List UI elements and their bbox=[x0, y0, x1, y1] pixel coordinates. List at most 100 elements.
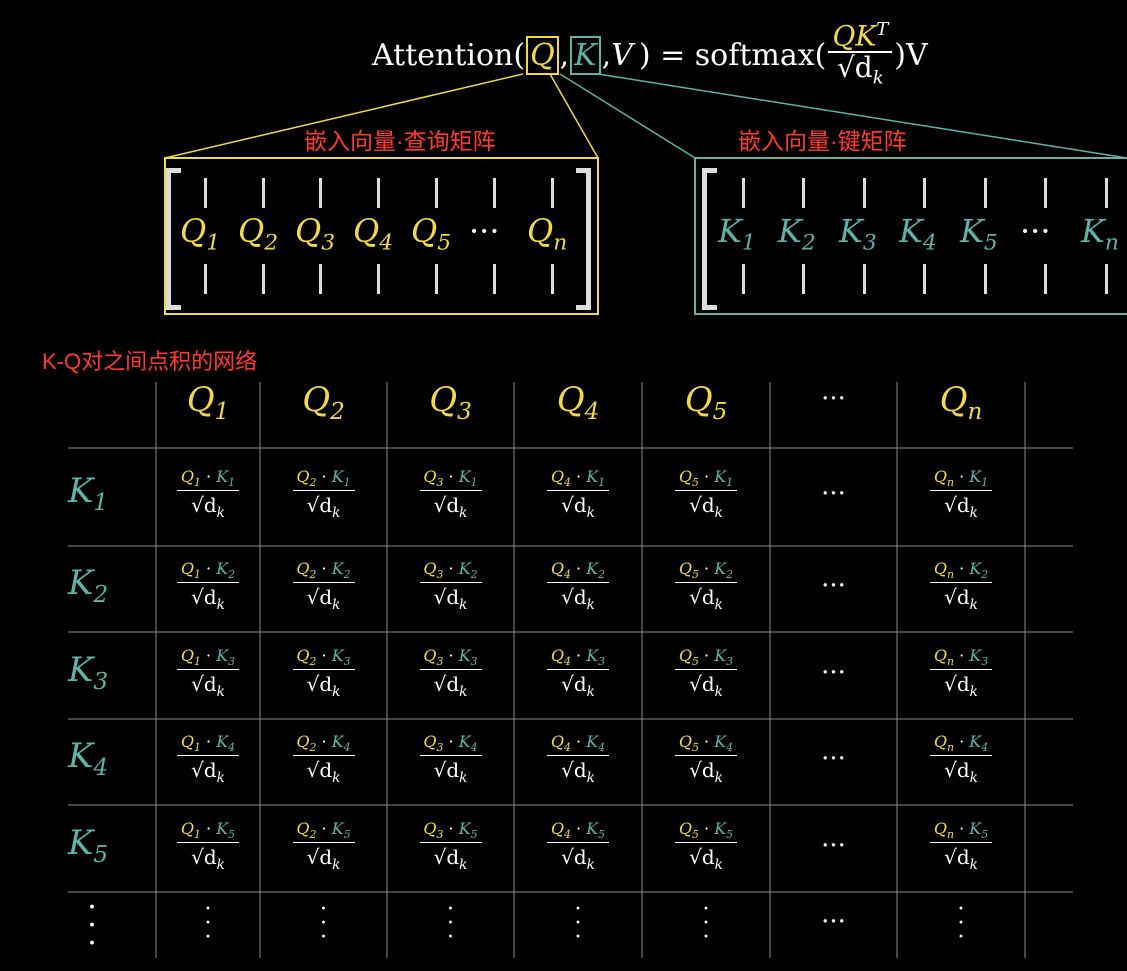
column-bar bbox=[319, 178, 322, 208]
row-header-k⋮: ··· bbox=[87, 890, 97, 961]
dot-product-cell-q3-k1: Q3 · K1√dk bbox=[396, 467, 506, 521]
dot-product-cell-q1-k2: Q1 · K2√dk bbox=[153, 559, 263, 613]
formula-q-highlight: Q bbox=[526, 35, 559, 75]
column-bar bbox=[923, 178, 926, 208]
key-entry: ··· bbox=[1020, 212, 1051, 250]
grid-ellipsis: ··· bbox=[821, 744, 846, 774]
column-bar bbox=[742, 264, 745, 294]
column-bar bbox=[1044, 178, 1047, 208]
query-entry: Q3 bbox=[295, 212, 336, 256]
grid-ellipsis: ··· bbox=[821, 479, 846, 509]
query-entry: ··· bbox=[469, 212, 500, 250]
grid-title: K-Q对之间点积的网络 bbox=[42, 349, 258, 374]
query-matrix-annotation: 嵌入向量·查询矩阵 bbox=[304, 128, 496, 154]
dot-product-cell-q1-k4: Q1 · K4√dk bbox=[153, 732, 263, 786]
key-entry: Kn bbox=[1081, 212, 1119, 256]
column-bar bbox=[802, 178, 805, 208]
formula-lhs: Attention( bbox=[372, 37, 526, 73]
formula-fraction: QKT √dk bbox=[828, 20, 893, 88]
attention-formula: Attention( Q, K, V ) = softmax( QKT √dk … bbox=[372, 19, 928, 89]
right-bracket bbox=[576, 168, 591, 310]
dot-product-cell-q2-k5: Q2 · K5√dk bbox=[269, 819, 379, 873]
column-header-q4: Q4 bbox=[556, 380, 600, 425]
column-bar bbox=[377, 178, 380, 208]
left-bracket bbox=[702, 168, 717, 310]
dot-product-cell-q1-k1: Q1 · K1√dk bbox=[153, 467, 263, 521]
grid-vdots: ··· bbox=[957, 897, 965, 950]
dot-product-cell-q5-k5: Q5 · K5√dk bbox=[651, 819, 761, 873]
grid-vdots: ··· bbox=[204, 897, 212, 950]
query-entry: Q2 bbox=[238, 212, 279, 256]
key-entry: K2 bbox=[778, 212, 816, 256]
dot-product-cell-qn-k2: Qn · K2√dk bbox=[906, 559, 1016, 613]
column-bar bbox=[435, 264, 438, 294]
dot-product-cell-q5-k4: Q5 · K4√dk bbox=[651, 732, 761, 786]
column-bar bbox=[377, 264, 380, 294]
grid-ellipsis: ··· bbox=[821, 830, 846, 861]
row-header-k1: K1 bbox=[68, 471, 109, 516]
dot-product-cell-qn-k1: Qn · K1√dk bbox=[906, 467, 1016, 521]
column-header-q3: Q3 bbox=[429, 380, 472, 425]
dot-product-cell-qn-k4: Qn · K4√dk bbox=[906, 732, 1016, 786]
column-bar bbox=[551, 178, 554, 208]
grid-ellipsis: ··· bbox=[821, 657, 846, 688]
row-header-k4: K4 bbox=[68, 736, 109, 781]
dot-product-cell-q2-k2: Q2 · K2√dk bbox=[269, 559, 379, 613]
formula-k-highlight: K bbox=[570, 35, 601, 75]
grid-ellipsis: ··· bbox=[821, 571, 846, 601]
column-bar bbox=[984, 178, 987, 208]
column-bar bbox=[493, 264, 496, 294]
connector-lines bbox=[164, 73, 1127, 315]
left-bracket bbox=[166, 168, 181, 310]
column-bar bbox=[435, 178, 438, 208]
dot-product-cell-q3-k2: Q3 · K2√dk bbox=[396, 559, 506, 613]
grid-vdots: ··· bbox=[320, 897, 327, 950]
key-entry: K1 bbox=[718, 212, 756, 256]
column-bar bbox=[262, 178, 265, 208]
column-bar bbox=[802, 264, 805, 294]
query-entry: Q5 bbox=[411, 212, 452, 256]
query-entry: Qn bbox=[527, 212, 568, 256]
column-header-qn: Qn bbox=[939, 380, 983, 425]
column-bar bbox=[204, 264, 207, 294]
dot-product-cell-q1-k3: Q1 · K3√dk bbox=[153, 646, 263, 700]
grid-vdots: ··· bbox=[702, 897, 710, 950]
dot-product-cell-q4-k4: Q4 · K4√dk bbox=[523, 732, 633, 786]
column-bar bbox=[863, 264, 866, 294]
dot-product-cell-q4-k1: Q4 · K1√dk bbox=[523, 467, 633, 521]
grid-ellipsis: ··· bbox=[821, 907, 846, 937]
column-bar bbox=[204, 178, 207, 208]
dot-product-cell-q2-k4: Q2 · K4√dk bbox=[269, 732, 379, 786]
dot-product-cell-q4-k3: Q4 · K3√dk bbox=[523, 646, 633, 700]
column-header-q2: Q2 bbox=[302, 380, 345, 425]
key-entry: K4 bbox=[899, 212, 937, 256]
dot-product-cell-q2-k3: Q2 · K3√dk bbox=[269, 646, 379, 700]
column-bar bbox=[1105, 178, 1108, 208]
dot-product-cell-q5-k2: Q5 · K2√dk bbox=[651, 559, 761, 613]
row-header-k2: K2 bbox=[68, 563, 109, 608]
row-header-k3: K3 bbox=[68, 649, 109, 695]
column-bar bbox=[319, 264, 322, 294]
dot-product-cell-q3-k5: Q3 · K5√dk bbox=[396, 819, 506, 873]
column-bar bbox=[742, 178, 745, 208]
grid-vdots: ··· bbox=[447, 897, 454, 950]
column-bar bbox=[984, 264, 987, 294]
column-bar bbox=[863, 178, 866, 208]
column-header-q···: ··· bbox=[821, 384, 846, 414]
column-bar bbox=[493, 178, 496, 208]
row-header-k5: K5 bbox=[68, 822, 109, 868]
column-header-q5: Q5 bbox=[684, 380, 728, 425]
dot-product-cell-q5-k1: Q5 · K1√dk bbox=[651, 467, 761, 521]
column-bar bbox=[923, 264, 926, 294]
dot-product-cell-q3-k3: Q3 · K3√dk bbox=[396, 646, 506, 700]
dot-product-cell-q4-k5: Q4 · K5√dk bbox=[523, 819, 633, 873]
key-matrix-annotation: 嵌入向量·键矩阵 bbox=[738, 128, 907, 154]
column-bar bbox=[1105, 264, 1108, 294]
column-bar bbox=[262, 264, 265, 294]
dot-product-cell-q5-k3: Q5 · K3√dk bbox=[651, 646, 761, 700]
dot-product-cell-q3-k4: Q3 · K4√dk bbox=[396, 732, 506, 786]
dot-product-cell-q1-k5: Q1 · K5√dk bbox=[153, 819, 263, 873]
column-bar bbox=[551, 264, 554, 294]
grid-vdots: ··· bbox=[574, 897, 582, 950]
